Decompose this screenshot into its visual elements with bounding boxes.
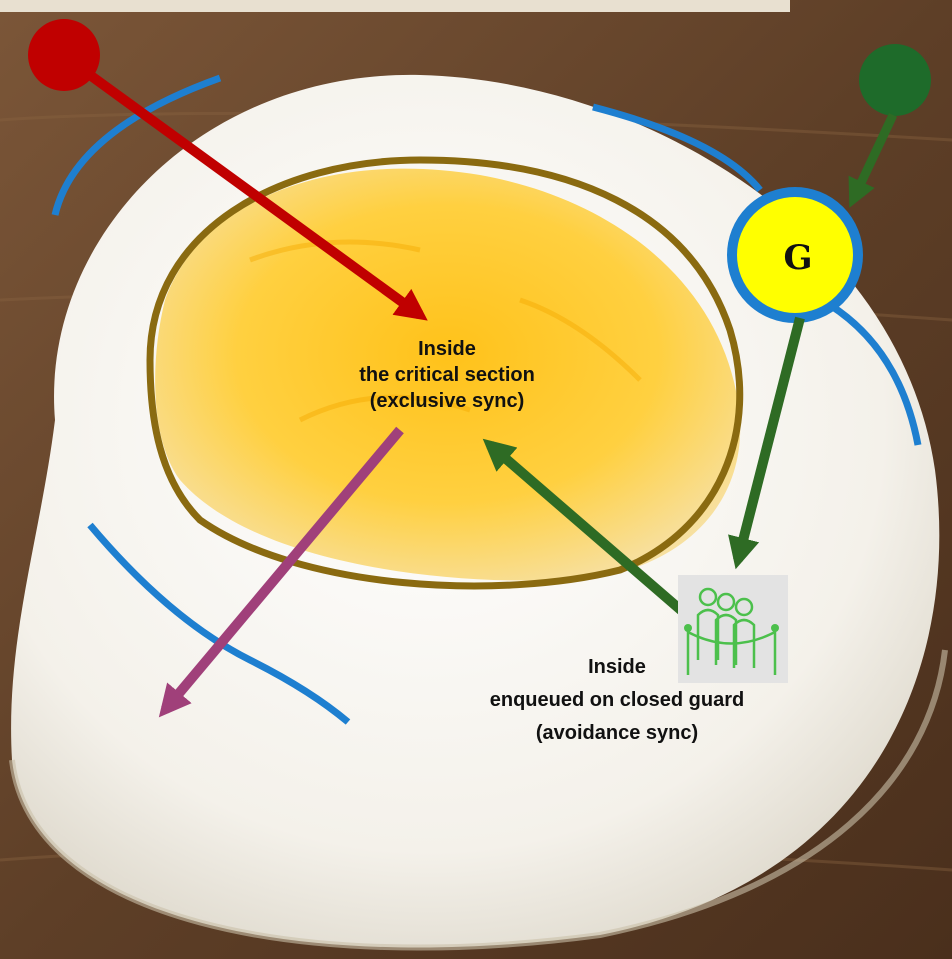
enqueued-label-line-2: enqueued on closed guard	[490, 689, 744, 711]
green-thread-dot	[859, 44, 931, 116]
enqueued-label-line-1: Inside	[588, 656, 646, 678]
critical-label-line-1: Inside	[418, 338, 476, 360]
top-edge-strip	[0, 0, 790, 12]
enqueued-label-line-3: (avoidance sync)	[536, 722, 698, 744]
critical-label-line-3: (exclusive sync)	[370, 390, 525, 412]
critical-label-line-2: the critical section	[359, 364, 535, 386]
guard-letter: G	[783, 238, 812, 278]
queue-people-icon	[678, 575, 788, 683]
